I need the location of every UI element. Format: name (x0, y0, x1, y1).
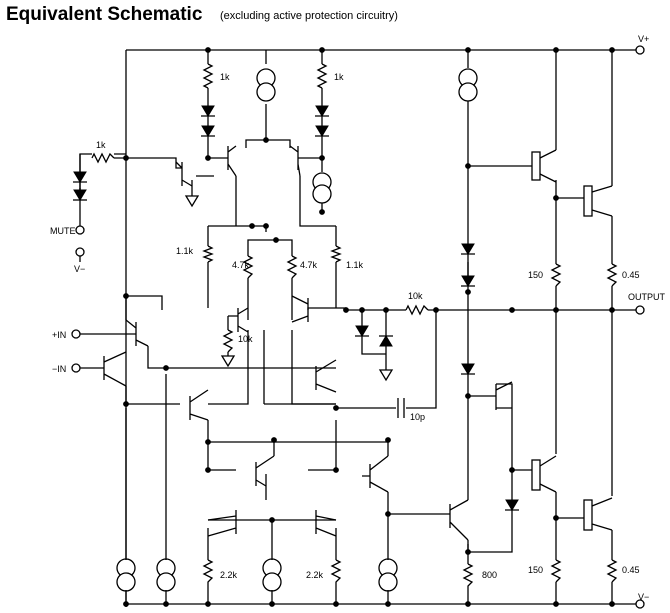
npn-pnp-transistor-icon (369, 455, 389, 493)
diode-icon (73, 171, 87, 183)
label-r-1k1-left: 1.1k (176, 246, 194, 256)
npn-pnp-transistor-icon (315, 359, 337, 393)
diode-icon (201, 105, 215, 117)
label-r-4k7-right: 4.7k (300, 260, 318, 270)
label-in-plus: +IN (52, 330, 66, 340)
label-vminus: V− (638, 592, 649, 602)
label-r-2k2-right: 2.2k (306, 570, 324, 580)
label-r-10k-bias: 10k (238, 334, 253, 344)
resistor-icon (286, 255, 298, 279)
resistors (91, 63, 618, 604)
diode-icon (355, 325, 369, 337)
diode-icon (315, 125, 329, 137)
label-r-800: 800 (482, 570, 497, 580)
label-r-150-top: 150 (528, 270, 543, 280)
label-r-4k7-left: 4.7k (232, 260, 250, 270)
npn-pnp-transistor-icon (583, 185, 593, 217)
label-output: OUTPUT (628, 292, 666, 302)
resistor-icon (202, 559, 214, 604)
terminal-mute-vminus[interactable] (75, 247, 85, 257)
label-r-045-bot: 0.45 (622, 565, 640, 575)
resistor-icon (316, 63, 328, 89)
diode-icon (461, 275, 475, 287)
diode-icon (461, 243, 475, 255)
resistor-icon (606, 263, 618, 287)
terminal-in-minus[interactable] (71, 363, 81, 373)
npn-pnp-transistor-icon (531, 151, 541, 181)
diodes (73, 105, 519, 516)
junctions (123, 47, 615, 607)
label-r-top-right: 1k (334, 72, 344, 82)
resistor-icon (550, 263, 562, 287)
resistor-icon (330, 559, 342, 604)
terminals (71, 45, 645, 609)
ground-icon (220, 355, 236, 368)
label-r-top-left: 1k (220, 72, 230, 82)
npn-pnp-transistor-icon (495, 381, 513, 410)
resistor-icon (222, 329, 234, 353)
terminal-mute[interactable] (75, 225, 85, 235)
npn-pnp-transistor-icon (449, 499, 469, 541)
diagram-title: Equivalent Schematic (6, 4, 203, 25)
terminal-vminus[interactable] (635, 599, 645, 609)
ground-icon (184, 195, 200, 208)
resistor-icon (91, 152, 115, 164)
npn-pnp-transistor-icon (531, 459, 541, 491)
diode-icon (461, 363, 475, 375)
diode-icon (201, 125, 215, 137)
npn-pnp-transistor-icon (289, 145, 301, 177)
capacitor-icon (397, 398, 405, 418)
labels: V+ V− OUTPUT MUTE V− +IN −IN 1k 1k 1k 1.… (50, 34, 666, 602)
resistor-icon (330, 245, 342, 263)
resistor-icon (606, 559, 618, 583)
diode-icon (379, 335, 393, 347)
label-c-comp: 10p (410, 412, 425, 422)
npn-pnp-transistor-icon (237, 307, 249, 333)
label-r-10k-fb: 10k (408, 291, 423, 301)
resistor-icon (202, 245, 214, 263)
npn-pnp-transistor-icon (315, 510, 337, 537)
npn-pnp-transistor-icon (255, 455, 275, 487)
diode-icon (73, 189, 87, 201)
npn-pnp-transistor-icon (103, 351, 127, 387)
transistors (103, 145, 613, 541)
label-in-minus: −IN (52, 364, 66, 374)
label-r-1k1-right: 1.1k (346, 260, 364, 270)
label-r-2k2-left: 2.2k (220, 570, 238, 580)
terminal-in-plus[interactable] (71, 329, 81, 339)
label-r-045-top: 0.45 (622, 270, 640, 280)
terminal-output[interactable] (635, 305, 645, 315)
resistor-icon (550, 559, 562, 583)
diode-icon (505, 499, 519, 511)
current-sources (116, 68, 478, 592)
npn-pnp-transistor-icon (125, 319, 149, 347)
supply-rails (125, 49, 636, 607)
diagram-subtitle: (excluding active protection circuitry) (220, 10, 398, 22)
diode-icon (315, 105, 329, 117)
resistor-icon (405, 304, 429, 316)
resistor-icon (462, 563, 474, 604)
npn-pnp-transistor-icon (291, 295, 309, 323)
npn-pnp-transistor-icon (175, 161, 193, 187)
npn-pnp-transistor-icon (189, 389, 209, 421)
label-vplus: V+ (638, 34, 649, 44)
ground-icon (378, 369, 394, 382)
ground-icons (184, 195, 394, 382)
label-mute-vminus: V− (74, 264, 85, 274)
label-r-mute: 1k (96, 140, 106, 150)
npn-pnp-transistor-icon (227, 145, 237, 177)
npn-pnp-transistor-icon (583, 499, 593, 531)
terminal-vplus[interactable] (635, 45, 645, 55)
resistor-icon (242, 255, 254, 279)
label-r-150-bot: 150 (528, 565, 543, 575)
resistor-icon (202, 63, 214, 89)
npn-pnp-transistor-icon (207, 510, 237, 537)
label-mute: MUTE (50, 226, 76, 236)
